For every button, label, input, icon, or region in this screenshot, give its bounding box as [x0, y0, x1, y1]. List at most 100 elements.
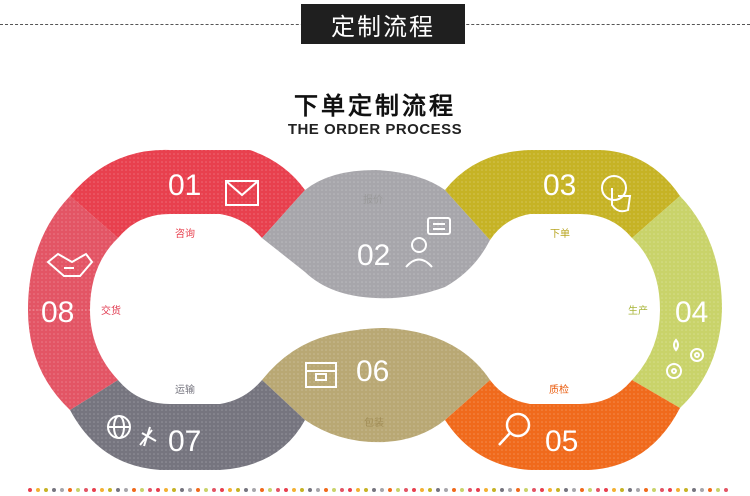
- footer-dot: [716, 487, 720, 492]
- footer-dot: [484, 487, 488, 492]
- step-05-segment: [445, 380, 680, 470]
- footer-dot: [68, 487, 72, 492]
- footer-dot: [300, 487, 304, 492]
- footer-dot: [380, 487, 384, 492]
- footer-dot: [276, 487, 280, 492]
- footer-dot: [452, 487, 456, 492]
- footer-dot: [676, 487, 680, 492]
- footer-dot: [596, 487, 600, 492]
- footer-dot: [148, 487, 152, 492]
- step-02-number: 02: [357, 239, 390, 272]
- footer-dot: [260, 487, 264, 492]
- footer-dot: [108, 487, 112, 492]
- footer-dot: [196, 487, 200, 492]
- globe-plane-icon: [107, 415, 157, 447]
- step-03-label: 下单: [550, 228, 570, 240]
- footer-dot: [340, 487, 344, 492]
- footer-dot: [516, 487, 520, 492]
- footer-dot: [700, 487, 704, 492]
- handshake-icon: [46, 252, 94, 277]
- step-04-label: 生产: [628, 304, 648, 317]
- step-04-number: 04: [675, 296, 708, 329]
- footer-dot: [468, 487, 472, 492]
- footer-dot: [84, 487, 88, 492]
- footer-dot: [668, 487, 672, 492]
- footer-dot: [252, 487, 256, 492]
- footer-dot: [604, 487, 608, 492]
- process-subtitle: THE ORDER PROCESS: [287, 121, 463, 138]
- footer-dot: [52, 487, 56, 492]
- step-02-segment: [262, 170, 490, 299]
- footer-dot: [60, 487, 64, 492]
- footer-dot: [532, 487, 536, 492]
- footer-dot: [620, 487, 624, 492]
- footer-dot: [636, 487, 640, 492]
- footer-dot: [564, 487, 568, 492]
- footer-dot: [420, 487, 424, 492]
- step-06-label: 包装: [364, 416, 384, 429]
- footer-dot: [508, 487, 512, 492]
- footer-dot: [292, 487, 296, 492]
- footer-dot: [524, 487, 528, 492]
- footer-dot: [644, 487, 648, 492]
- footer-dot: [316, 487, 320, 492]
- footer-dot: [220, 487, 224, 492]
- step-06-number: 06: [356, 355, 389, 388]
- footer-dot: [332, 487, 336, 492]
- footer-dot: [76, 487, 80, 492]
- footer-dot: [692, 487, 696, 492]
- footer-dot: [572, 487, 576, 492]
- footer-dot: [444, 487, 448, 492]
- step-05-number: 05: [545, 425, 578, 458]
- section-title: 定制流程: [301, 4, 465, 44]
- footer-dot: [164, 487, 168, 492]
- footer-dot: [212, 487, 216, 492]
- footer-dot: [492, 487, 496, 492]
- step-03-number: 03: [543, 169, 576, 202]
- gears-icon: [666, 338, 704, 379]
- step-08-number: 08: [41, 296, 74, 329]
- footer-dot: [500, 487, 504, 492]
- footer-dot: [436, 487, 440, 492]
- footer-dot: [372, 487, 376, 492]
- footer-dot: [540, 487, 544, 492]
- footer-dot: [364, 487, 368, 492]
- magnifier-icon: [498, 412, 531, 446]
- footer-dot: [324, 487, 328, 492]
- footer-dot: [684, 487, 688, 492]
- footer-dot: [412, 487, 416, 492]
- footer-dot: [308, 487, 312, 492]
- step-07-number: 07: [168, 425, 201, 458]
- step-01-number: 01: [168, 169, 201, 202]
- step-06-segment: [262, 328, 490, 443]
- footer-dot: [580, 487, 584, 492]
- step-05-label: 质检: [549, 383, 569, 396]
- footer-dot: [36, 487, 40, 492]
- footer-dot: [180, 487, 184, 492]
- step-01-segment: [70, 149, 305, 238]
- footer-dot: [228, 487, 232, 492]
- footer-dot: [140, 487, 144, 492]
- footer-dot: [188, 487, 192, 492]
- footer-dot: [116, 487, 120, 492]
- footer-dot-border: [28, 487, 728, 492]
- person-chat-icon: [405, 217, 451, 268]
- step-07-label: 运输: [175, 383, 195, 396]
- step-03-segment: [445, 150, 680, 240]
- step-08-label: 交货: [101, 304, 121, 317]
- footer-dot: [100, 487, 104, 492]
- footer-dot: [132, 487, 136, 492]
- footer-dot: [156, 487, 160, 492]
- footer-dot: [476, 487, 480, 492]
- footer-dot: [124, 487, 128, 492]
- footer-dot: [428, 487, 432, 492]
- footer-dot: [28, 487, 32, 492]
- footer-dot: [588, 487, 592, 492]
- footer-dot: [172, 487, 176, 492]
- footer-dot: [388, 487, 392, 492]
- footer-dot: [268, 487, 272, 492]
- footer-dot: [460, 487, 464, 492]
- touch-hand-icon: [601, 175, 632, 213]
- footer-dot: [548, 487, 552, 492]
